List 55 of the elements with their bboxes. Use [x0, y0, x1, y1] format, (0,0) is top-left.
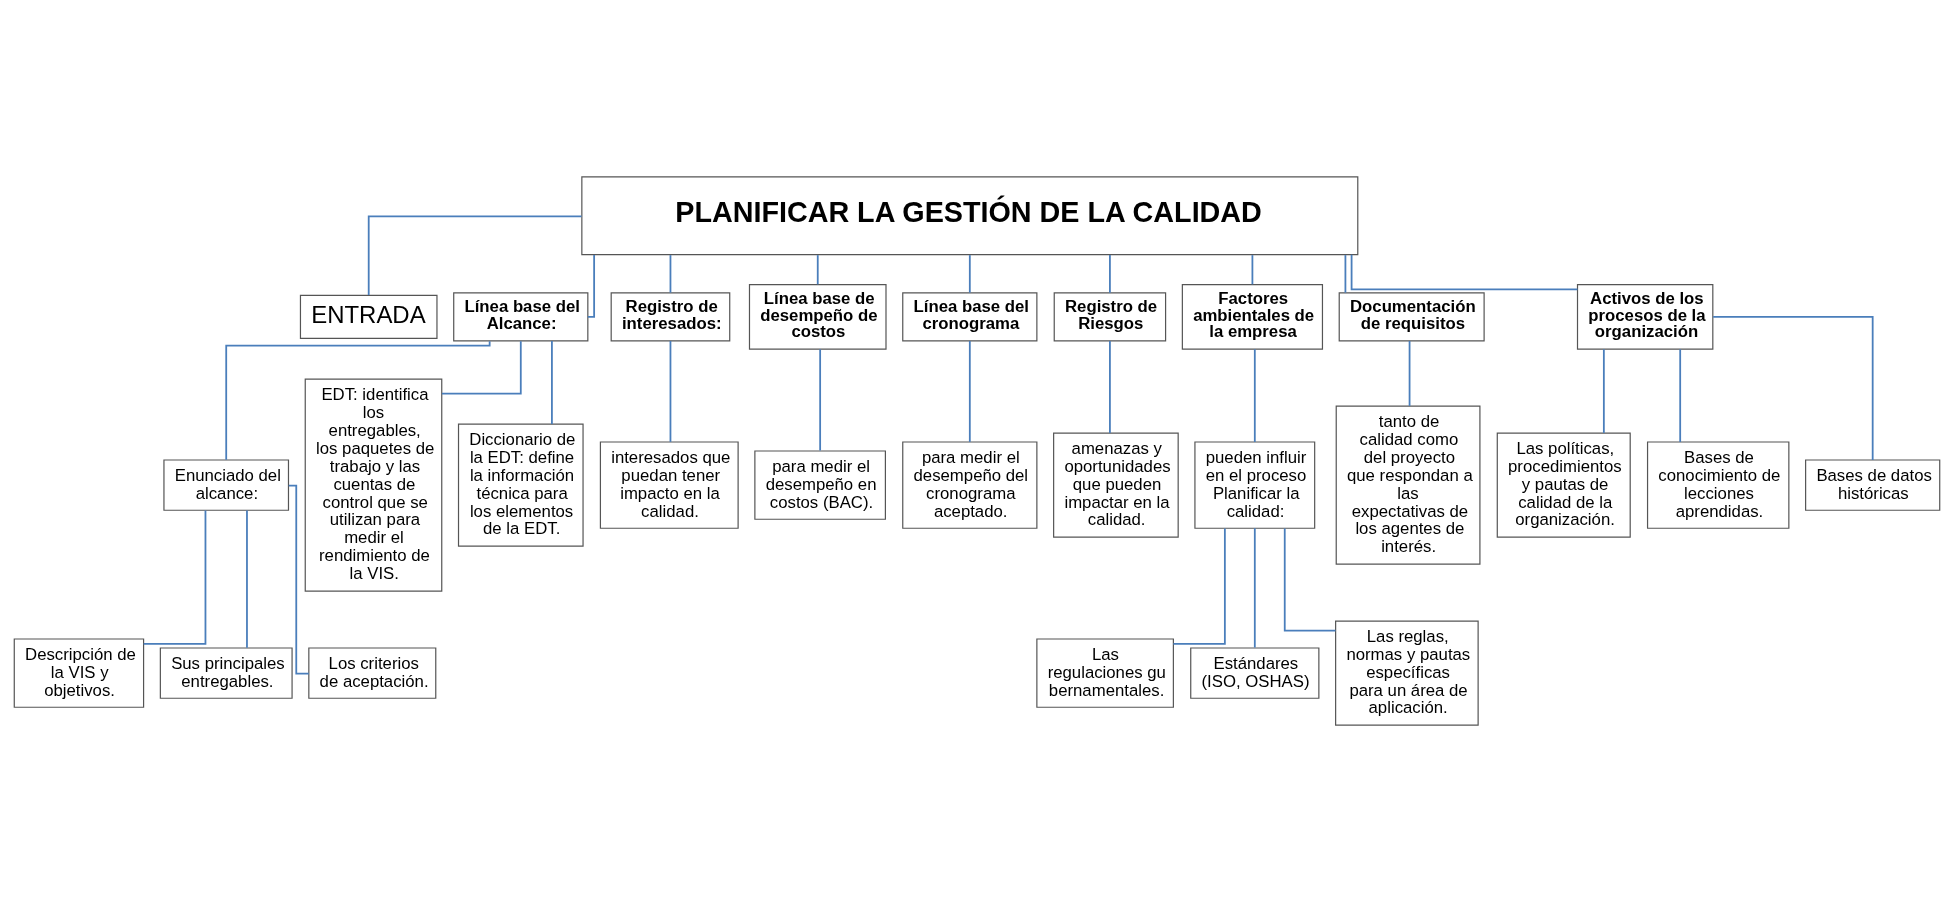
connector [669, 254, 672, 294]
node-box: Enunciado del alcance: [163, 459, 290, 511]
node-box: Línea base del Alcance: [453, 292, 589, 342]
node-box: Factores ambientales de la empresa [1181, 283, 1324, 350]
connector [1109, 254, 1111, 294]
connector [1344, 254, 1347, 294]
node-box: Sus principales entregables. [159, 647, 293, 699]
node-box: Las políticas, procedimientos y pautas de calidad de la organización. [1496, 432, 1631, 538]
connector [1251, 254, 1254, 286]
node-box: Diccionario de la EDT: define la información técnica para los elementos de la EDT. [457, 423, 584, 547]
connector [441, 340, 522, 395]
connector [142, 509, 207, 645]
node-box: Registro de Riesgos [1053, 292, 1167, 342]
connector [1350, 253, 1579, 291]
connector [1679, 348, 1682, 443]
node-box: Las regulaciones gubernamentales. [1036, 638, 1174, 708]
node-box: pueden influir en el proceso Planificar la calidad: [1194, 441, 1316, 529]
node-box: para medir el desempeño del cronograma aceptado. [902, 441, 1038, 529]
connector [669, 340, 672, 443]
node-box: interesados que puedan tener impacto en la calidad. [599, 441, 739, 529]
node-box: Descripción de la VIS y objetivos. [13, 638, 145, 708]
connector [225, 340, 491, 461]
connector [968, 340, 971, 443]
connector [819, 348, 822, 452]
node-box: EDT: identifica los entregables, los paquetes de trabajo y las cuentas de control que se utilizan para medir el rendimiento de la VIS. [304, 378, 443, 592]
node-box: Registro de interesados: [610, 292, 731, 342]
connector [1283, 527, 1337, 632]
node-box: Bases de conocimiento de lecciones aprendidas. [1646, 441, 1790, 529]
node-box: Línea base del cronograma [902, 292, 1038, 342]
connector [246, 509, 248, 649]
connector [1109, 340, 1111, 434]
connector [1172, 527, 1226, 645]
node-box: ENTRADA [299, 294, 438, 340]
node-box: amenazas y oportunidades que pueden impactar en la calidad. [1053, 432, 1179, 538]
node-box: Documentación de requisitos [1338, 292, 1485, 342]
node-box: Las reglas, normas y pautas específicas para un área de aplicación. [1335, 620, 1479, 726]
node-box: Activos de los procesos de la organización [1576, 283, 1714, 350]
connector [1253, 527, 1256, 649]
node-box: Bases de datos históricas [1805, 459, 1941, 511]
connector [1253, 348, 1256, 443]
connector [551, 340, 553, 425]
connector [287, 484, 310, 675]
node-box: tanto de calidad como del proyecto que respondan a las expectativas de los agentes de interés. [1335, 405, 1481, 565]
node-box: PLANIFICAR LA GESTIÓN DE LA CALIDAD [581, 176, 1359, 256]
connector [1408, 340, 1411, 407]
node-box: para medir el desempeño en costos (BAC). [754, 450, 886, 520]
connector [586, 254, 595, 318]
connector [1602, 348, 1605, 434]
connector [816, 254, 819, 286]
connector [1712, 316, 1874, 461]
connector [367, 215, 583, 296]
node-box: Estándares (ISO, OSHAS) [1190, 647, 1320, 699]
node-box: Línea base de desempeño de costos [748, 283, 887, 350]
connector [968, 254, 971, 294]
node-box: Los criterios de aceptación. [308, 647, 437, 699]
